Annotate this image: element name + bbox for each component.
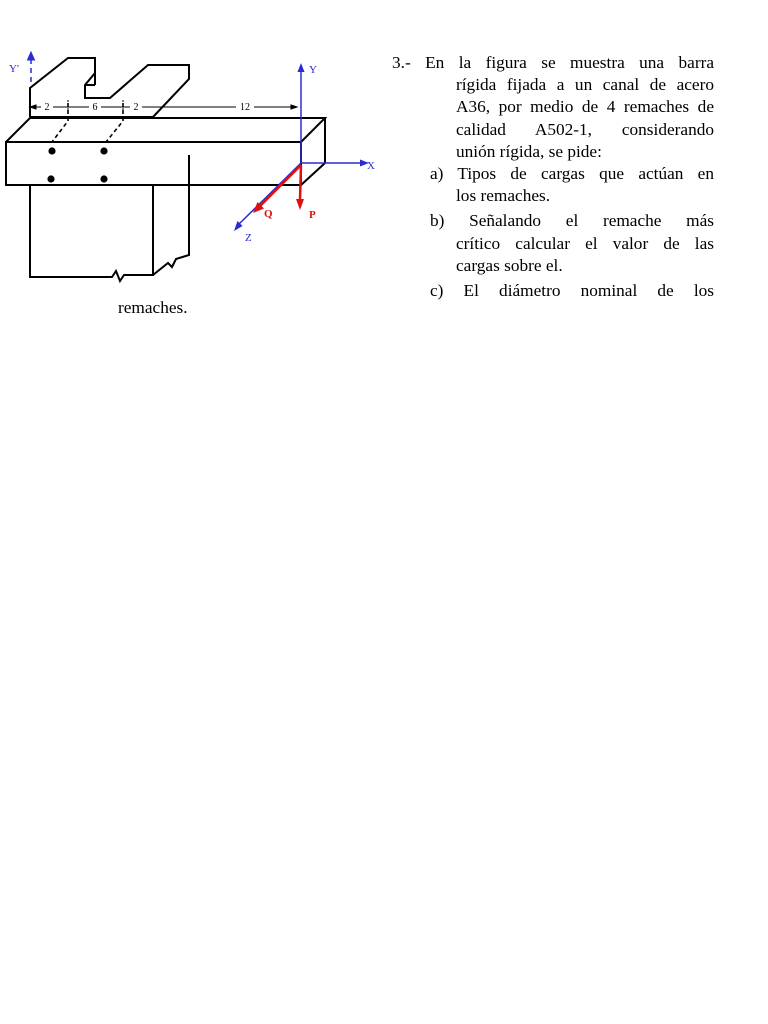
dimension-line: [28, 100, 299, 115]
dimension-label: 2: [45, 102, 50, 113]
item-c-continuation: remaches.: [118, 298, 188, 317]
item-c-line: c) El diámetro nominal de los: [430, 281, 714, 301]
y-axis-label: Y: [309, 64, 317, 76]
problem-line: rígida fijada a un canal de acero: [456, 75, 714, 95]
problem-statement: 3.- En la figura se muestra una barra rí…: [392, 52, 714, 302]
rivet-hidden-lines: [51, 103, 124, 143]
rivets: [47, 147, 108, 183]
force-p-label: P: [309, 209, 316, 221]
y-prime-axis: Y': [9, 50, 36, 82]
force-q-label: Q: [264, 208, 273, 220]
item-a-line: los remaches.: [456, 186, 551, 206]
coordinate-axes: [234, 63, 369, 231]
y-prime-axis-label: Y': [9, 63, 19, 75]
dimension-label: 2: [134, 102, 139, 113]
item-b-line: crítico calcular el valor de las: [456, 233, 714, 253]
dimension-label: 12: [240, 102, 250, 113]
rivet: [48, 147, 56, 155]
problem-line: calidad A502-1, considerando: [456, 119, 714, 139]
rivet: [100, 175, 108, 183]
problem-line: A36, por medio de 4 remaches de: [456, 97, 714, 117]
steel-channel: [29, 57, 190, 284]
item-b-line: cargas sobre el.: [456, 255, 563, 275]
rivet-joint-figure: 2 6 2 12 Y' Y X Z Q P: [5, 50, 375, 284]
rivet: [100, 147, 108, 155]
problem-line: unión rígida, se pide:: [456, 141, 602, 161]
item-a-line: a) Tipos de cargas que actúan en: [430, 164, 714, 184]
dimension-label: 6: [93, 102, 98, 113]
applied-forces: [253, 164, 304, 213]
item-b-line: b) Señalando el remache más: [430, 211, 714, 231]
rivet: [47, 175, 55, 183]
problem-line: 3.- En la figura se muestra una barra: [392, 53, 714, 72]
x-axis-label: X: [367, 160, 375, 172]
z-axis-label: Z: [245, 232, 252, 244]
